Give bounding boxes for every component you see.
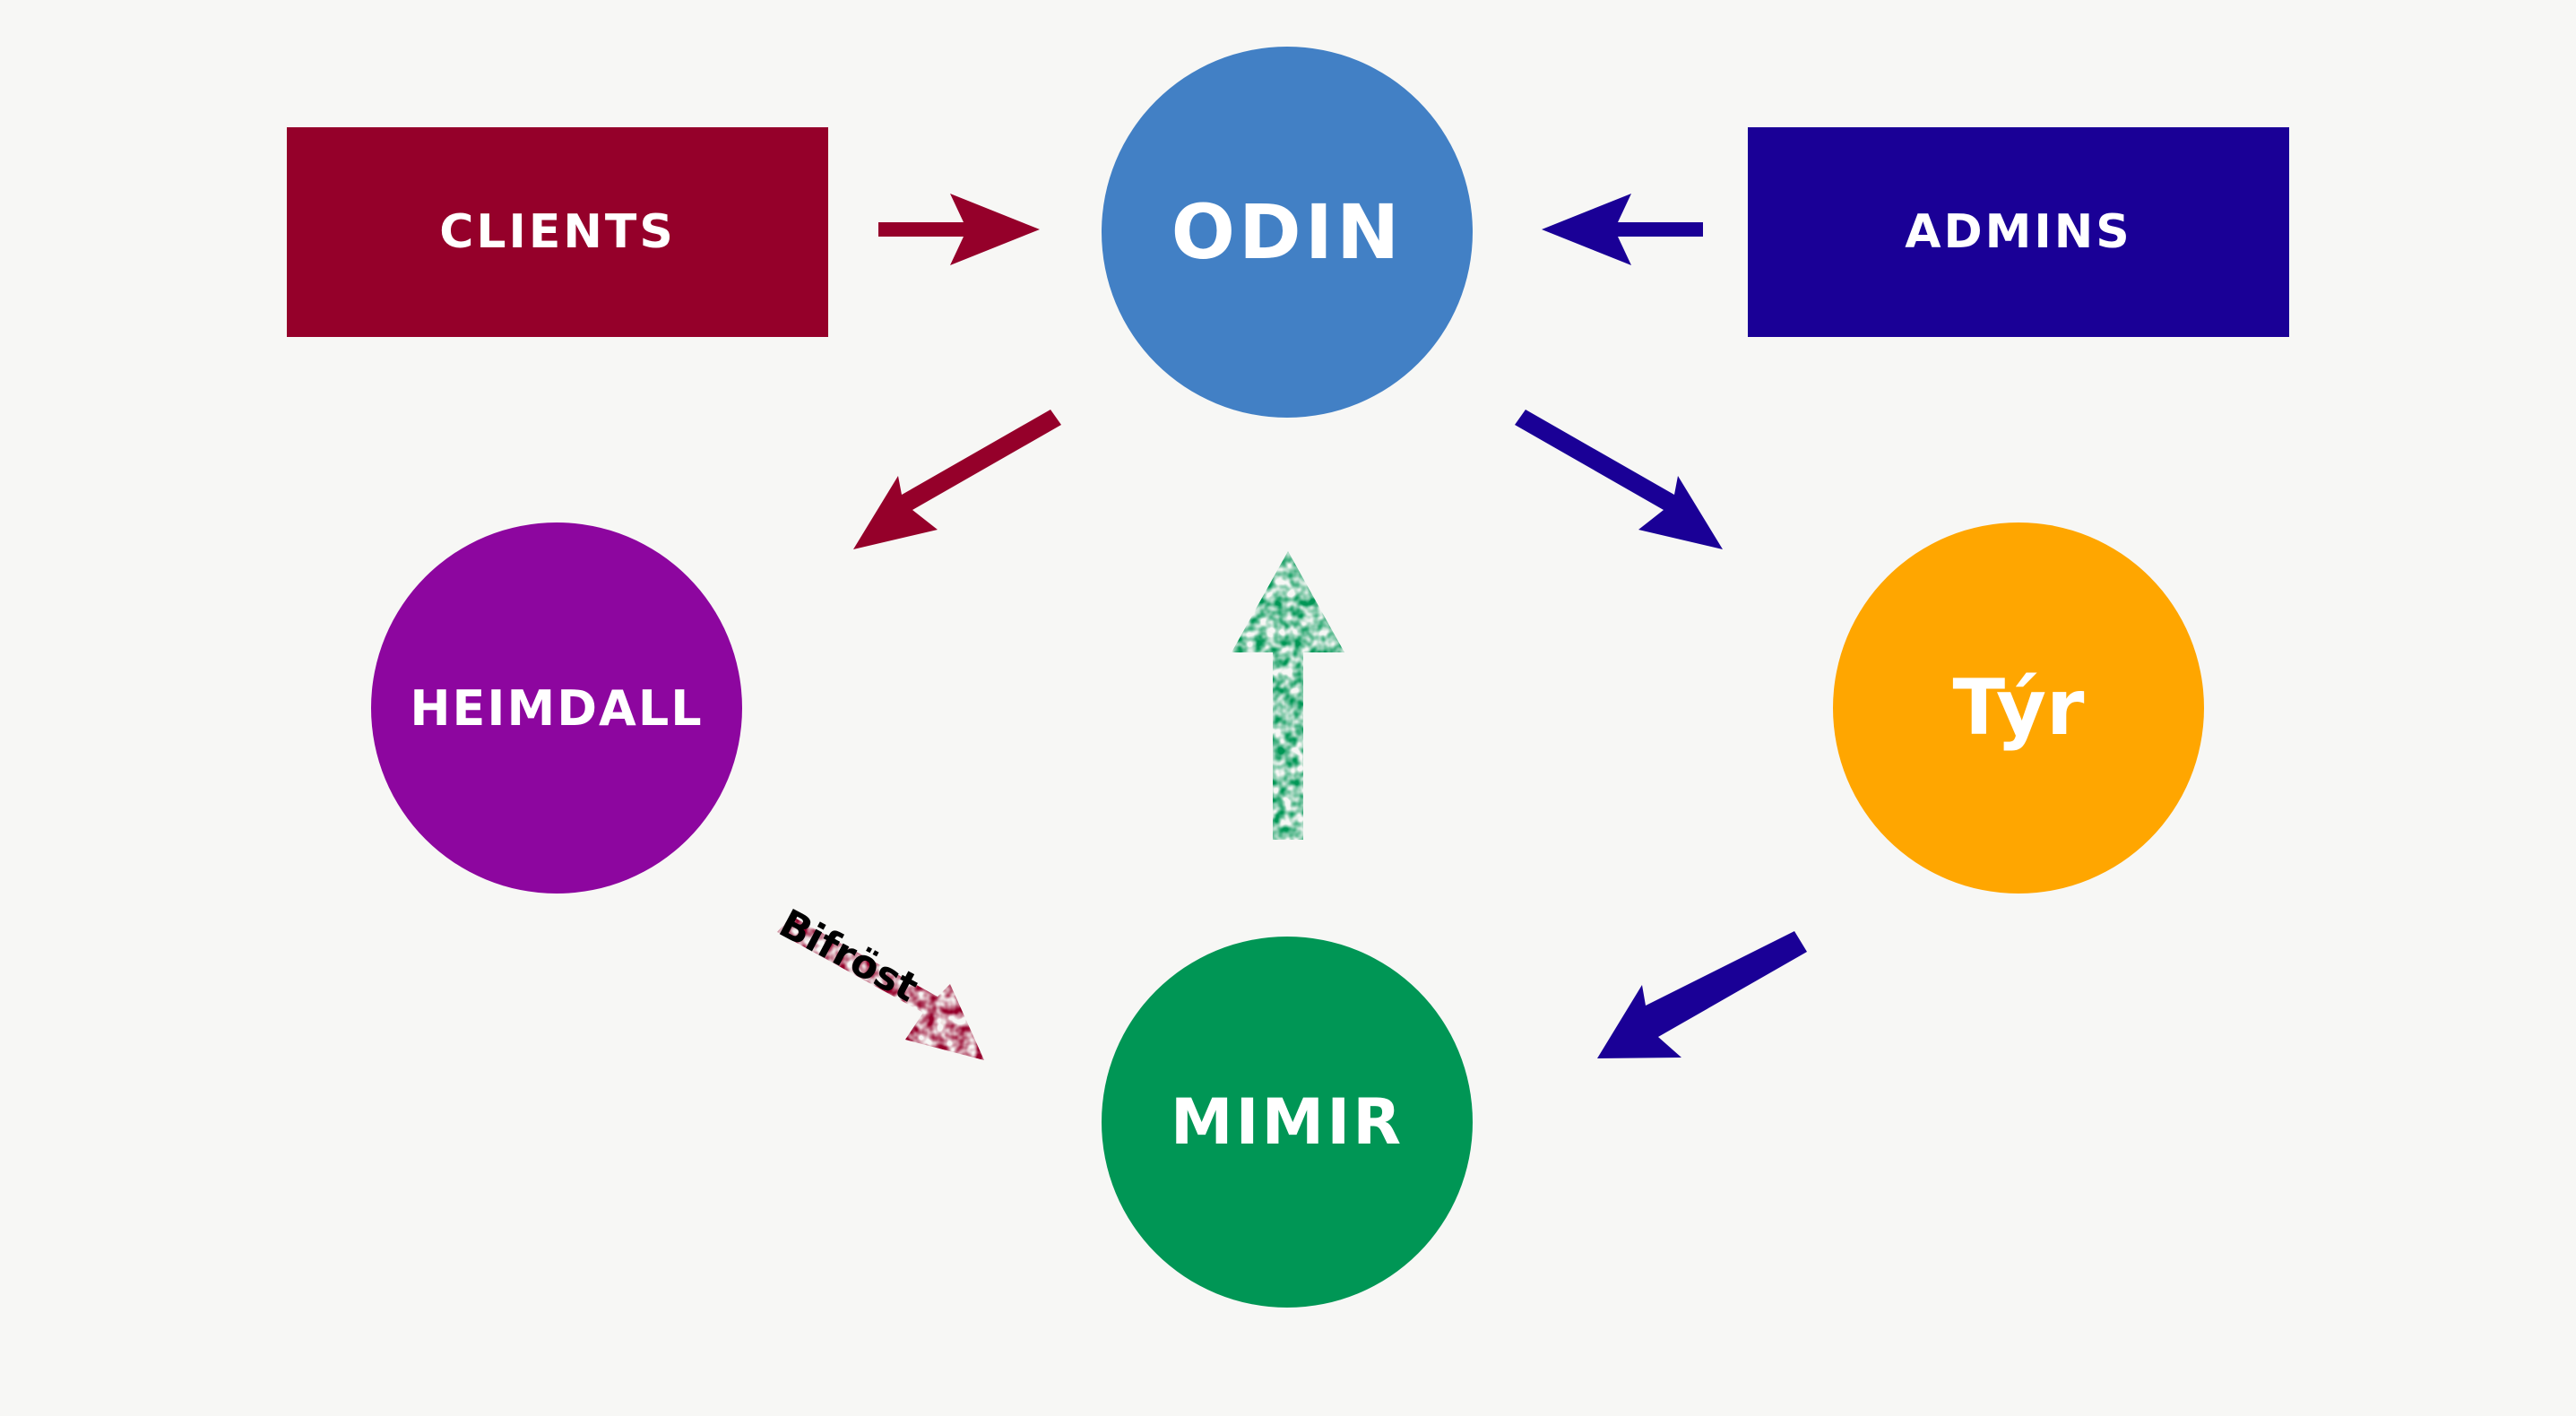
arrow-tyr-to-mimir [1597, 931, 1807, 1058]
tyr-circle: Týr [1833, 522, 2204, 894]
arrow-admins-to-odin-shape [1542, 194, 1703, 265]
clients-box: CLIENTS [287, 127, 828, 337]
arrow-odin-to-heimdall-shape [853, 410, 1061, 549]
heimdall-label: HEIMDALL [410, 679, 704, 737]
arrow-mimir-to-odin [1232, 551, 1344, 840]
arrow-odin-to-tyr [1515, 410, 1723, 549]
arrow-admins-to-odin [1542, 194, 1703, 265]
arrow-clients-to-odin-shape [878, 194, 1040, 265]
mimir-label: MIMIR [1170, 1085, 1405, 1159]
arrow-odin-to-tyr-shape [1515, 410, 1723, 549]
admins-box: ADMINS [1748, 127, 2289, 337]
clients-label: CLIENTS [439, 205, 676, 259]
mimir-circle: MIMIR [1102, 937, 1473, 1308]
arrow-tyr-to-mimir-shape [1597, 931, 1807, 1058]
arrow-odin-to-heimdall [853, 410, 1061, 549]
admins-label: ADMINS [1905, 205, 2132, 259]
bifrost-label: Bifröst [772, 901, 926, 1012]
arrow-mimir-to-odin-shape [1232, 551, 1344, 840]
heimdall-circle: HEIMDALL [371, 522, 742, 894]
tyr-label: Týr [1952, 663, 2085, 753]
odin-circle: ODIN [1102, 47, 1473, 418]
arrow-clients-to-odin [878, 194, 1040, 265]
odin-label: ODIN [1171, 188, 1404, 276]
